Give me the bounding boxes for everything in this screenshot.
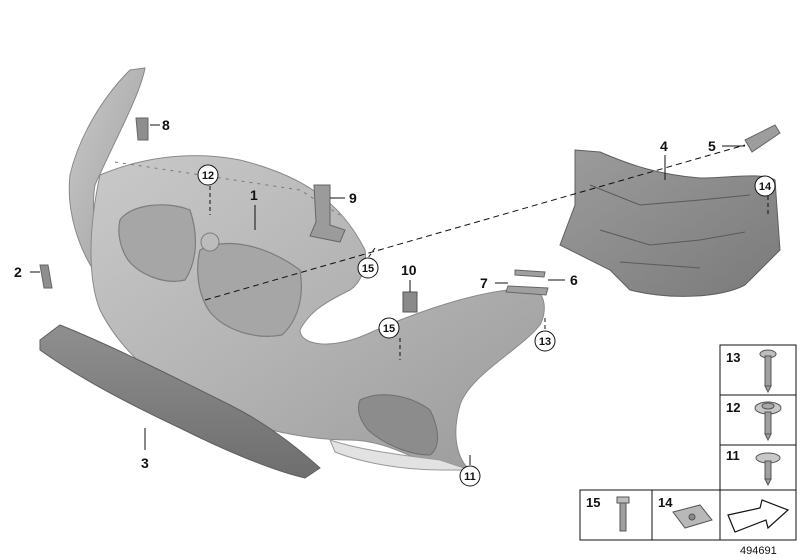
callout-8: 8	[162, 117, 170, 133]
callout-2: 2	[14, 264, 22, 280]
callout-12-circle: 12	[197, 164, 219, 186]
bumper-trim-panel	[68, 67, 545, 471]
legend-label-13: 13	[726, 350, 740, 365]
screw-11-icon	[755, 452, 781, 487]
callout-15-upper: 15	[362, 263, 374, 275]
callout-7: 7	[480, 275, 488, 291]
bracket-10	[402, 291, 418, 313]
legend-label-15: 15	[586, 495, 600, 510]
callout-11-circle: 11	[459, 465, 481, 487]
document-id: 494691	[740, 545, 777, 557]
callout-9: 9	[349, 190, 357, 206]
bracket-5	[744, 124, 781, 153]
lower-spoiler	[39, 324, 321, 479]
direction-arrow-icon	[727, 499, 790, 533]
callout-14: 14	[759, 181, 772, 193]
legend-cell-11	[719, 444, 797, 491]
leader-lines	[30, 124, 769, 465]
bracket-8	[135, 117, 149, 141]
screw-13-icon	[759, 349, 777, 394]
legend-label-11: 11	[726, 448, 740, 463]
callout-11: 11	[464, 471, 476, 483]
bracket-9	[309, 184, 346, 243]
callout-15b-circle: 15	[378, 317, 400, 339]
legend-label-12: 12	[726, 400, 740, 415]
callout-5: 5	[708, 138, 716, 154]
legend-label-14: 14	[658, 495, 673, 510]
callout-14-circle: 14	[754, 175, 776, 197]
callout-6: 6	[570, 272, 578, 288]
callout-3: 3	[141, 455, 149, 471]
callout-1: 1	[250, 187, 258, 203]
fastener-legend: 13 12 11 15 14	[579, 344, 797, 541]
bumper-carrier	[559, 149, 781, 297]
legend-cell-12	[719, 394, 797, 446]
callout-13-circle: 13	[534, 330, 556, 352]
trim-strip-6-7	[505, 269, 549, 296]
callout-10: 10	[401, 262, 417, 278]
callout-12: 12	[202, 170, 214, 182]
clip-nut-14-icon	[672, 504, 713, 529]
bracket-2	[39, 264, 53, 289]
legend-cell-13	[719, 344, 797, 396]
bolt-15-icon	[616, 496, 630, 532]
callout-13: 13	[539, 336, 551, 348]
callout-15a-circle: 15	[357, 257, 379, 279]
callout-4: 4	[660, 138, 668, 154]
callout-15-lower: 15	[383, 323, 395, 335]
screw-12-icon	[754, 401, 782, 442]
